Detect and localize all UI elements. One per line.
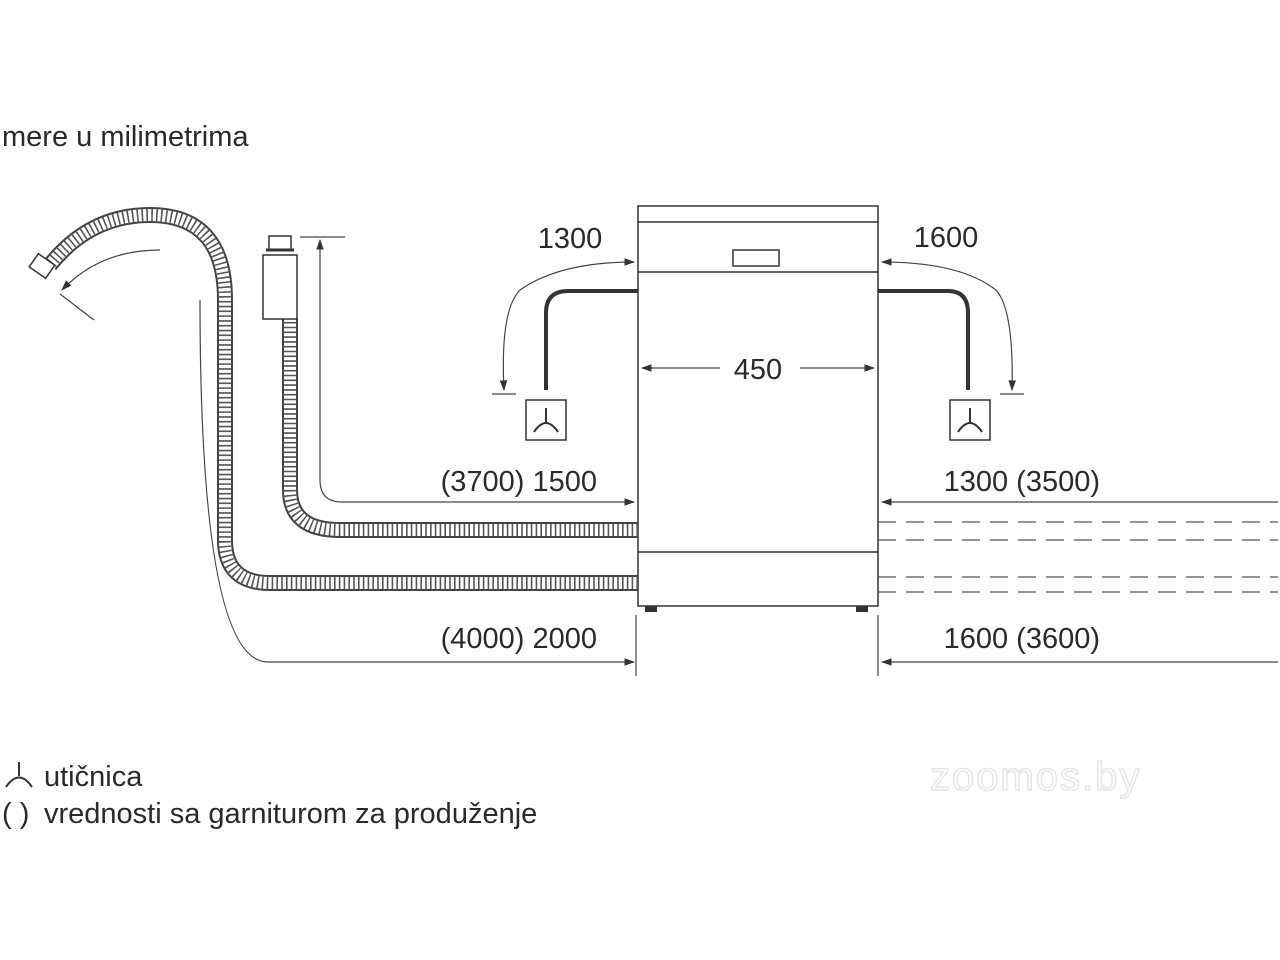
cable-left-length: 1300: [538, 223, 603, 255]
drain-bend-tick: [59, 293, 95, 321]
drain-left-length: (4000) 2000: [441, 623, 597, 655]
inlet-hose: [262, 235, 638, 538]
legend-extension-symbol: ( ): [2, 798, 29, 830]
drain-hose-end: [28, 252, 56, 280]
socket-right: [949, 399, 991, 441]
inlet-left-length: (3700) 1500: [441, 466, 597, 498]
drain-right-length: 1600 (3600): [944, 623, 1100, 655]
aquastop-valve: [262, 254, 298, 320]
legend-extension-text: vrednosti sa garniturom za produženje: [44, 798, 537, 830]
cable-left-dimension: [499, 258, 636, 392]
foot-left: [645, 606, 657, 612]
cable-right-length: 1600: [914, 222, 979, 254]
tap-connector: [268, 235, 292, 251]
watermark: zoomos.by: [930, 755, 1141, 799]
socket-left: [525, 399, 567, 441]
legend-socket-text: utičnica: [44, 761, 143, 793]
units-title: mere u milimetrima: [2, 121, 249, 153]
socket-legend-icon: [5, 762, 33, 788]
drain-hose: [28, 206, 638, 591]
power-cable-right: [878, 289, 970, 390]
display-panel: [732, 249, 780, 267]
width-label: 450: [734, 354, 782, 386]
inlet-left-dimension: [316, 238, 636, 506]
legend: utičnica ( ) vrednosti sa garniturom za …: [2, 761, 537, 830]
cable-right-dimension: [880, 258, 1017, 392]
drain-bend-arrow: [61, 249, 161, 291]
drain-left-dimension: [199, 299, 636, 666]
foot-right: [856, 606, 868, 612]
inlet-right-length: 1300 (3500): [944, 466, 1100, 498]
power-cable-left: [544, 289, 638, 390]
dishwasher: [637, 205, 879, 612]
